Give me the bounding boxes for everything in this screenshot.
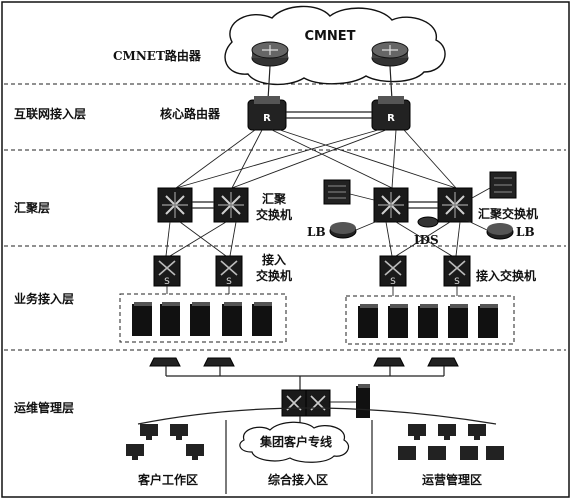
switch-mark: S — [226, 277, 232, 287]
cmnet-cloud-label: CMNET — [304, 29, 355, 44]
zone-label-customer-work: 客户工作区 — [137, 472, 198, 487]
core-router-label: 核心路由器 — [160, 106, 221, 121]
group-line-cloud: 集团客户专线 — [239, 421, 349, 463]
access-switch-left-label-1: 接入 — [262, 252, 286, 267]
link — [471, 187, 491, 199]
core-router-right: R — [371, 96, 411, 131]
agg-switch-right-1 — [373, 187, 409, 223]
switch-mark: S — [390, 277, 396, 287]
link — [465, 219, 488, 231]
link — [267, 65, 271, 101]
layer-label-service-access: 业务接入层 — [14, 291, 74, 306]
router-mark: R — [387, 113, 395, 124]
agg-switch-right-2 — [437, 187, 473, 223]
layer-label-internet-access: 互联网接入层 — [14, 106, 86, 121]
agg-switch-right-label: 汇聚交换机 — [478, 206, 538, 221]
ops-mgmt-workstations — [398, 424, 504, 460]
servers-right — [358, 304, 498, 338]
layer-label-operations: 运维管理层 — [14, 400, 74, 415]
zone-label-operations-mgmt: 运营管理区 — [422, 472, 482, 487]
core-router-left: R — [247, 96, 287, 131]
agg-switch-left-label-1: 汇聚 — [262, 192, 287, 206]
cmnet-router-right — [371, 41, 409, 67]
router-mark: R — [263, 113, 271, 124]
servers-left — [132, 302, 272, 336]
group-line-label: 集团客户专线 — [259, 434, 332, 449]
lb-right-label: LB — [516, 225, 535, 239]
ids-device — [417, 216, 439, 228]
link — [389, 65, 393, 101]
cmnet-router-label: CMNET路由器 — [113, 48, 202, 63]
access-switch-left-label-2: 交换机 — [256, 268, 292, 283]
cmnet-router-left — [251, 41, 289, 67]
customer-workstations — [126, 424, 204, 460]
server-group-right — [345, 295, 515, 345]
agg-switch-left-1 — [157, 187, 193, 223]
core-to-agg-links — [175, 129, 457, 189]
ops-switch-2 — [305, 389, 331, 417]
layer-label-aggregation: 汇聚层 — [14, 201, 50, 215]
access-switch-left-2: S — [215, 255, 243, 287]
access-switch-left-1: S — [153, 255, 181, 287]
switch-mark: S — [454, 277, 460, 287]
ops-server — [356, 384, 370, 418]
server-group-left — [119, 293, 287, 343]
switch-mark: S — [164, 277, 170, 287]
access-switch-right-1: S — [379, 255, 407, 287]
hub-switches — [149, 357, 459, 367]
lb-left-label: LB — [307, 225, 326, 239]
access-switch-right-label: 接入交换机 — [476, 268, 536, 283]
access-switch-right-2: S — [443, 255, 471, 287]
agg-to-access-links — [165, 221, 461, 257]
ops-distribution-arc — [137, 407, 497, 425]
lb-right-device — [486, 223, 514, 240]
agg-switch-left-label-2: 交换机 — [256, 207, 292, 222]
lb-left-device — [329, 222, 357, 239]
firewall-right — [489, 171, 517, 199]
agg-switch-left-2 — [213, 187, 249, 223]
link — [355, 219, 381, 231]
link — [349, 193, 375, 201]
zone-label-integrated-access: 综合接入区 — [268, 472, 328, 487]
ops-switch-1 — [281, 389, 307, 417]
firewall-left — [323, 179, 351, 205]
